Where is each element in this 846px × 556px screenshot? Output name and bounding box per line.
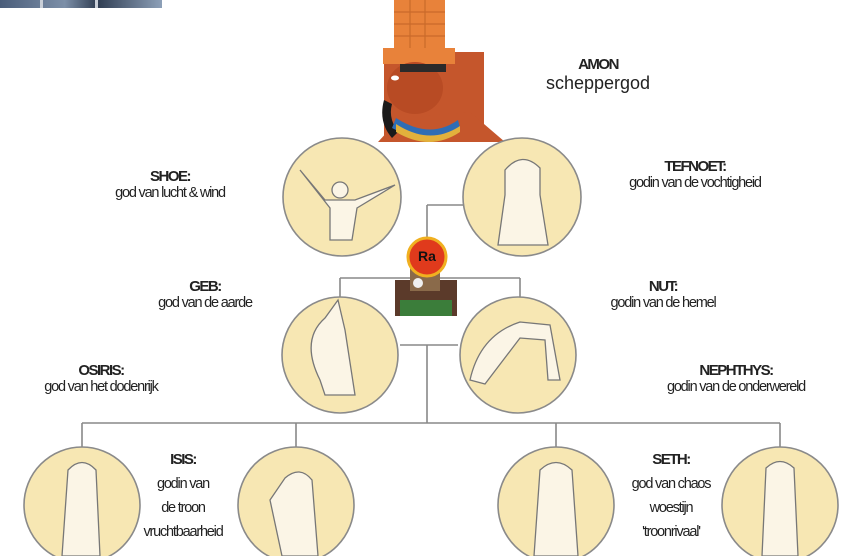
osiris-desc: god van het dodenrijk — [8, 379, 194, 395]
seth-desc-3: 'troonrivaal' — [606, 520, 736, 544]
shoe-name: SHOE: — [70, 168, 270, 185]
isis-name: ISIS: — [128, 448, 238, 472]
nut-desc: godin van de hemel — [578, 295, 748, 311]
nut-name: NUT: — [578, 278, 748, 295]
nephthys-name: NEPHTHYS: — [630, 362, 842, 379]
osiris-label: OSIRIS: god van het dodenrijk — [8, 362, 194, 395]
seth-figure — [534, 463, 578, 556]
shoe-desc: god van lucht & wind — [70, 185, 270, 201]
amon-figure — [378, 0, 505, 142]
geb-name: GEB: — [130, 278, 280, 295]
seth-label: SETH: god van chaos woestijn 'troonrivaa… — [606, 448, 736, 544]
nephthys-label: NEPHTHYS: godin van de onderwereld — [630, 362, 842, 395]
nephthys-desc: godin van de onderwereld — [630, 379, 842, 395]
osiris-name: OSIRIS: — [8, 362, 194, 379]
tefnoet-name: TEFNOET: — [590, 158, 800, 175]
seth-desc-2: woestijn — [606, 496, 736, 520]
nut-label: NUT: godin van de hemel — [578, 278, 748, 311]
shoe-label: SHOE: god van lucht & wind — [70, 168, 270, 201]
amon-label: AMON scheppergod — [526, 56, 670, 94]
tefnoet-desc: godin van de vochtigheid — [590, 175, 800, 191]
tefnoet-label: TEFNOET: godin van de vochtigheid — [590, 158, 800, 191]
amon-name: AMON — [526, 56, 670, 73]
geb-label: GEB: god van de aarde — [130, 278, 280, 311]
ra-label: Ra — [410, 248, 444, 264]
nephthys-figure — [762, 462, 798, 556]
seth-desc-1: god van chaos — [606, 472, 736, 496]
nut-medallion — [460, 297, 576, 413]
isis-label: ISIS: godin van de troon vruchtbaarheid — [128, 448, 238, 544]
isis-desc-2: de troon — [128, 496, 238, 520]
amon-desc: scheppergod — [526, 73, 670, 94]
geb-desc: god van de aarde — [130, 295, 280, 311]
tefnoet-figure — [498, 159, 548, 245]
isis-desc-1: godin van — [128, 472, 238, 496]
seth-name: SETH: — [606, 448, 736, 472]
osiris-figure — [62, 463, 100, 556]
isis-desc-3: vruchtbaarheid — [128, 520, 238, 544]
